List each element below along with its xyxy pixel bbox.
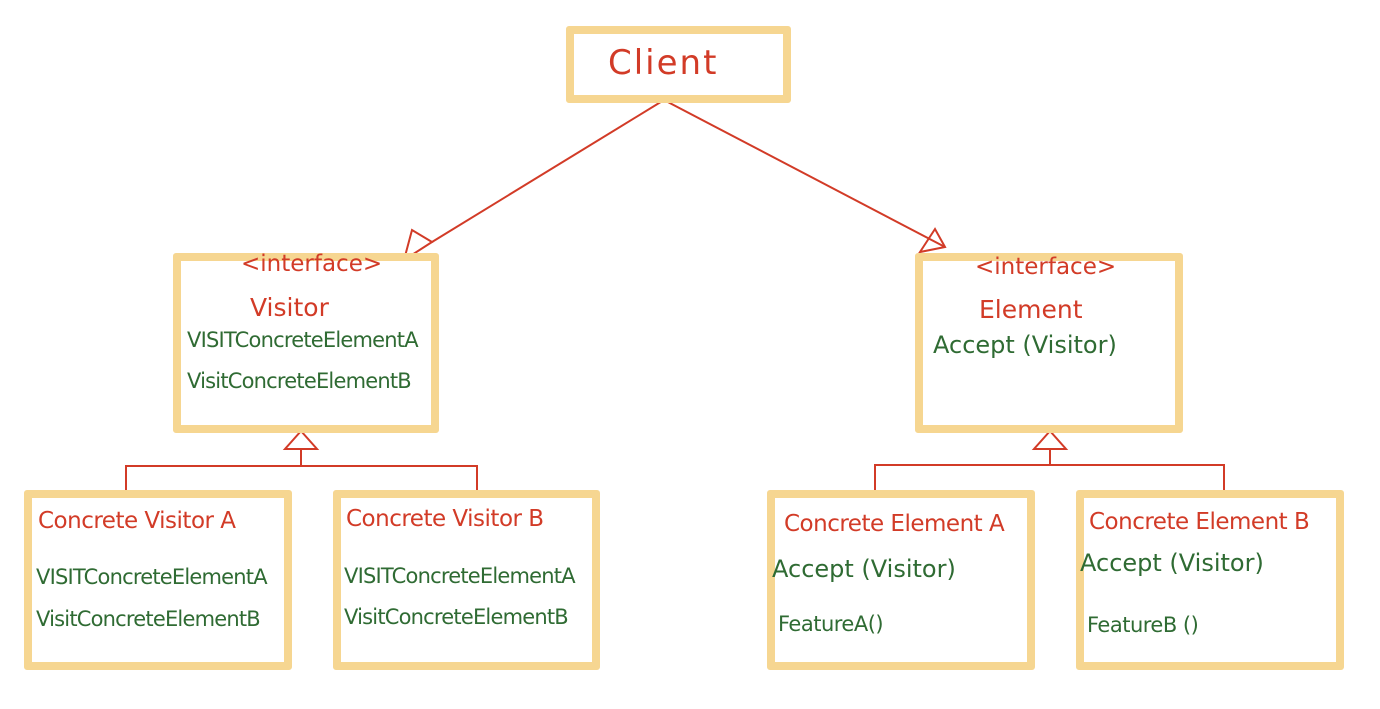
element-interface-operation: Accept (Visitor) — [933, 331, 1117, 359]
visitor-interface-operation: VISITConcreteElementA — [187, 328, 419, 352]
visitor-interface-stereotype: <interface> — [241, 251, 383, 277]
client-to-visitor-association — [431, 99, 665, 243]
visitor-inheritance-branches — [125, 465, 478, 492]
concrete-element-a-name: Concrete Element A — [784, 511, 1005, 537]
concrete-visitor-b-box — [333, 490, 600, 670]
concrete-element-a-box — [767, 490, 1035, 670]
element-interface-box — [915, 253, 1183, 433]
client-class-box — [566, 26, 791, 103]
element-inheritance-triangle — [1031, 429, 1069, 450]
concrete-visitor-a-box — [24, 490, 292, 670]
concrete-element-a-operation: FeatureA() — [778, 612, 884, 636]
concrete-element-b-name: Concrete Element B — [1089, 509, 1310, 535]
visitor-association-arrowhead — [402, 228, 434, 263]
element-interface-stereotype: <interface> — [975, 254, 1117, 280]
client-class-name: Client — [608, 43, 719, 83]
concrete-element-b-operation: Accept (Visitor) — [1080, 549, 1264, 577]
element-inheritance-branches — [874, 464, 1225, 492]
concrete-visitor-b-name: Concrete Visitor B — [346, 506, 544, 532]
element-interface-name: Element — [979, 295, 1083, 324]
concrete-visitor-a-operation: VISITConcreteElementA — [36, 565, 268, 589]
element-association-arrowhead — [917, 227, 947, 254]
concrete-visitor-b-operation: VISITConcreteElementA — [344, 564, 576, 588]
visitor-inheritance-triangle — [282, 429, 320, 450]
visitor-interface-operation: VisitConcreteElementB — [187, 369, 412, 393]
concrete-visitor-a-name: Concrete Visitor A — [38, 508, 236, 534]
concrete-visitor-a-operation: VisitConcreteElementB — [36, 607, 261, 631]
client-to-element-association — [663, 99, 946, 248]
concrete-visitor-b-operation: VisitConcreteElementB — [344, 605, 569, 629]
concrete-element-a-operation: Accept (Visitor) — [772, 555, 956, 583]
visitor-interface-box — [173, 253, 439, 433]
concrete-element-b-operation: FeatureB () — [1087, 613, 1199, 637]
visitor-interface-name: Visitor — [250, 293, 329, 322]
concrete-element-b-box — [1076, 490, 1344, 670]
